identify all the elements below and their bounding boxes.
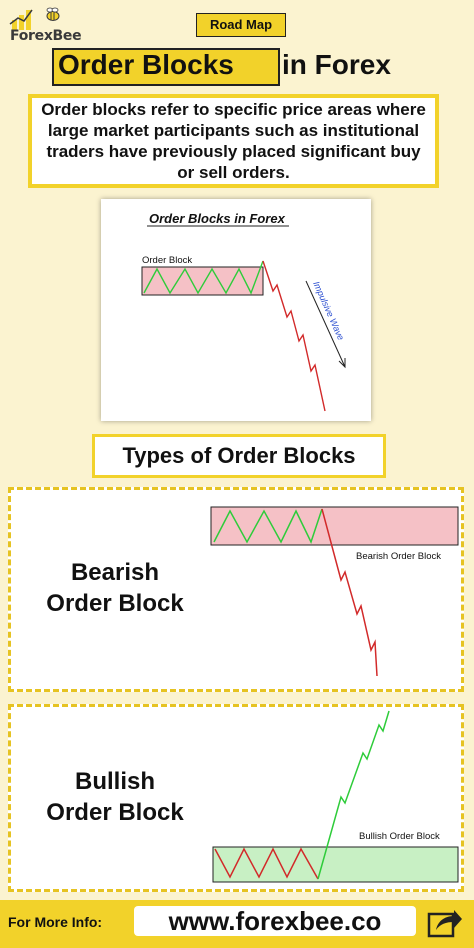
bullish-label-line2: Order Block — [46, 799, 184, 826]
title-highlight: Order Blocks — [58, 49, 234, 80]
bullish-label: Bullish Order Block — [25, 766, 205, 828]
bullish-chart-label: Bullish Order Block — [359, 831, 440, 842]
title-highlight-box — [52, 48, 280, 86]
types-heading: Types of Order Blocks — [92, 434, 386, 478]
bullish-range-line — [214, 847, 319, 880]
bee-logo-icon — [9, 7, 60, 30]
bearish-range-line — [213, 508, 323, 544]
bearish-panel: Bearish Order Block Bearish Order Block — [8, 487, 464, 692]
diagram-block-zone — [141, 266, 264, 296]
bearish-label-line1: Bearish — [70, 559, 160, 586]
diagram-title: Order Blocks in Forex — [149, 211, 286, 226]
order-block-diagram: Order Blocks in Forex Order Block Impuls… — [101, 199, 371, 421]
roadmap-tag: Road Map — [196, 13, 286, 37]
bearish-chart-label: Bearish Order Block — [356, 551, 441, 562]
logo-text: ForexBee — [10, 28, 82, 44]
bearish-label-line2: Order Block — [46, 590, 184, 617]
bullish-zone — [212, 846, 459, 883]
diagram-wave-label: Impulsive Wave — [311, 280, 346, 342]
diagram-block-label: Order Block — [142, 255, 192, 266]
title-rest: in Forex — [282, 49, 391, 80]
footer: For More Info: www.forexbee.co — [0, 900, 474, 948]
bullish-impulse-line — [317, 710, 390, 880]
bullish-panel: Bullish Order Block Bullish Order Block — [8, 704, 464, 892]
website-link[interactable]: www.forexbee.co — [134, 906, 416, 936]
bearish-impulse-line — [321, 508, 378, 677]
diagram-impulse-line — [262, 260, 326, 412]
bullish-label-line1: Bullish — [74, 768, 155, 795]
description-box: Order blocks refer to specific price are… — [28, 94, 439, 188]
share-icon[interactable] — [426, 906, 464, 940]
bearish-label: Bearish Order Block — [25, 557, 205, 619]
bearish-zone — [210, 506, 459, 546]
footer-info-label: For More Info: — [8, 914, 103, 930]
arrow-head-icon — [338, 358, 346, 369]
diagram-range-line — [143, 260, 264, 295]
diagram-wave-arrow — [305, 280, 346, 368]
description-text: Order blocks refer to specific price are… — [41, 100, 426, 182]
